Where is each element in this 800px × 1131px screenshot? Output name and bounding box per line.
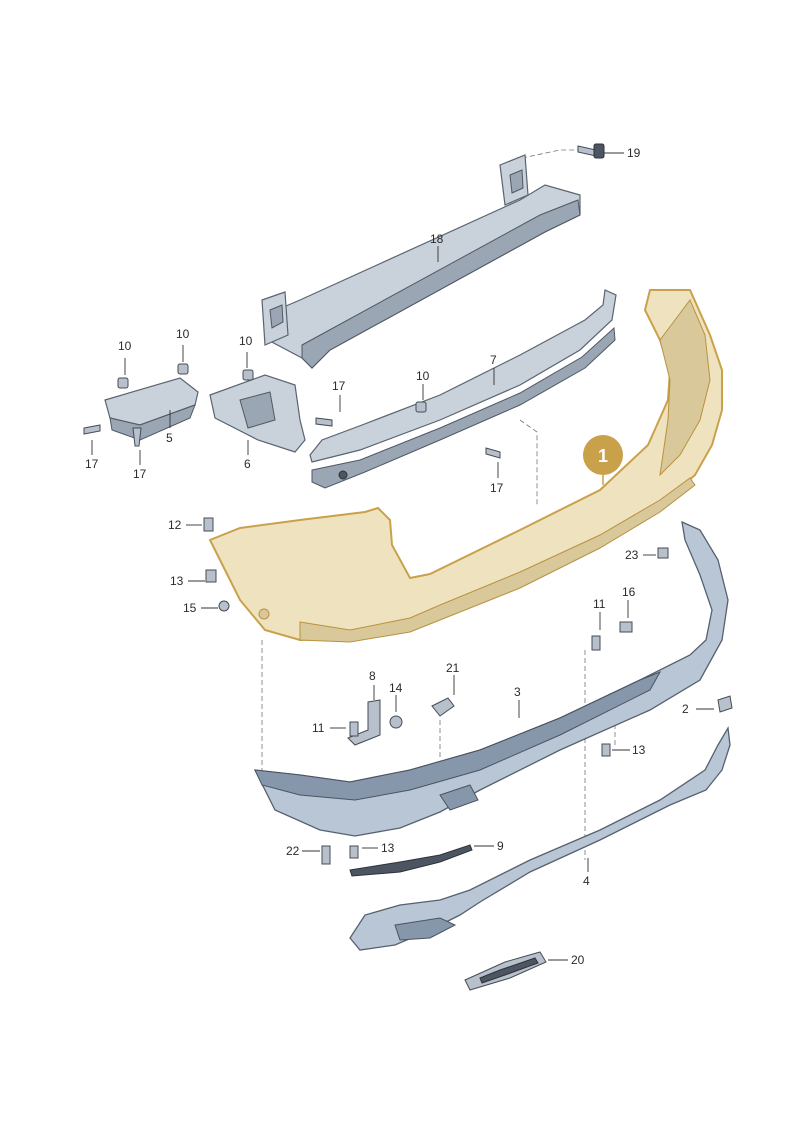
- callout-9: 9: [497, 839, 504, 853]
- strip-9[interactable]: [349, 844, 473, 877]
- bumper-cover-highlighted[interactable]: [208, 289, 723, 643]
- trim-20[interactable]: [464, 951, 547, 991]
- callout-23: 23: [625, 548, 639, 562]
- callout-10-c: 10: [239, 334, 253, 348]
- callout-8: 8: [369, 669, 376, 683]
- callout-6: 6: [244, 457, 251, 471]
- bolt-19[interactable]: [577, 143, 605, 159]
- callout-13-c: 13: [381, 841, 395, 855]
- callout-21: 21: [446, 661, 460, 675]
- callout-13-a: 13: [170, 574, 184, 588]
- callout-13-b: 13: [632, 743, 646, 757]
- callout-17-d: 17: [490, 481, 504, 495]
- reinforcement-beam[interactable]: [261, 154, 581, 369]
- callout-15: 15: [183, 601, 197, 615]
- alignment-lines: [261, 149, 616, 860]
- callout-11-b: 11: [312, 721, 325, 735]
- callout-10-d: 10: [416, 369, 430, 383]
- bracket-5[interactable]: [104, 377, 199, 441]
- callout-20: 20: [571, 953, 585, 967]
- callout-19: 19: [627, 146, 641, 160]
- lower-bumper[interactable]: [253, 520, 729, 837]
- callout-10-b: 10: [176, 327, 190, 341]
- trim-strip-4[interactable]: [349, 726, 731, 951]
- callout-17-b: 17: [85, 457, 99, 471]
- callout-5: 5: [166, 431, 173, 445]
- bracket-6[interactable]: [209, 374, 306, 453]
- callout-14: 14: [389, 681, 403, 695]
- callout-labels: 19 18 7 10 10 10 10 17 5 6 17 17 17 12 1…: [85, 146, 689, 967]
- callout-17-c: 17: [133, 467, 147, 481]
- callout-4: 4: [583, 874, 590, 888]
- callout-17-a: 17: [332, 379, 346, 393]
- fasteners-upper: [83, 363, 501, 459]
- callout-22: 22: [286, 844, 300, 858]
- callout-7: 7: [490, 353, 497, 367]
- callout-12: 12: [168, 518, 182, 532]
- leader-lines: [91, 152, 714, 961]
- callout-3: 3: [514, 685, 521, 699]
- callout-1: 1: [598, 446, 608, 466]
- callout-11-a: 11: [593, 597, 606, 611]
- callout-badge-1[interactable]: 1: [583, 435, 623, 485]
- callout-10-a: 10: [118, 339, 132, 353]
- callout-16: 16: [622, 585, 636, 599]
- fasteners-lower: [203, 517, 733, 865]
- energy-absorber[interactable]: [309, 289, 617, 489]
- callout-18: 18: [430, 232, 444, 246]
- callout-2: 2: [682, 702, 689, 716]
